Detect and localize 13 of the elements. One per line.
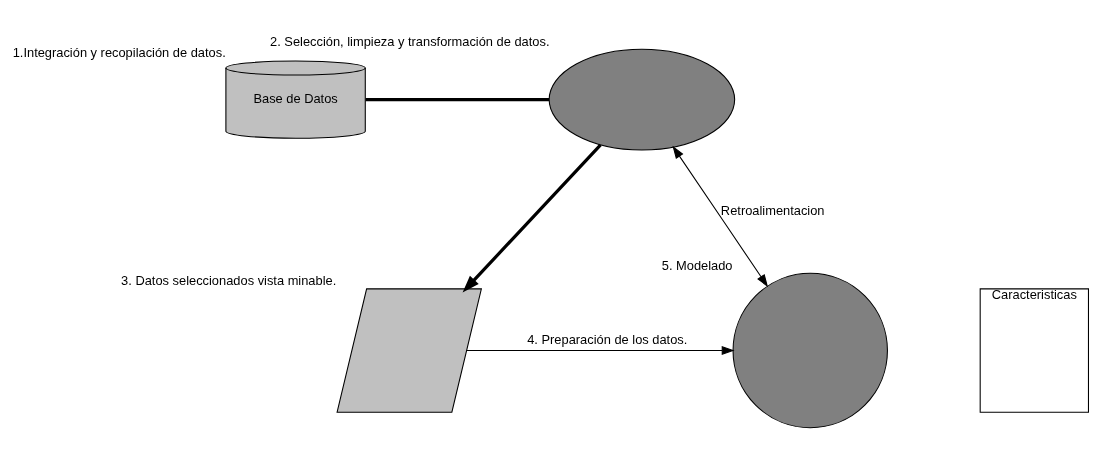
node-label: 2. Selección, limpieza y transformación de datos. [270,33,550,49]
arrow [466,346,735,356]
node-label: 3. Datos seleccionados vista minable. [121,273,337,289]
edge-label: Retroalimentacion [720,202,825,218]
node-parallelogram [336,288,483,413]
node-label: 5. Modelado [661,257,733,273]
connector [365,98,550,102]
node-box: Caracteristicas [979,288,1089,413]
arrow [462,143,602,293]
node-label: 1.Integración y recopilación de datos. [12,45,226,61]
node-cloud [548,48,736,151]
edge-label: 4. Preparación de los datos. [527,331,688,347]
arrow [672,145,769,288]
